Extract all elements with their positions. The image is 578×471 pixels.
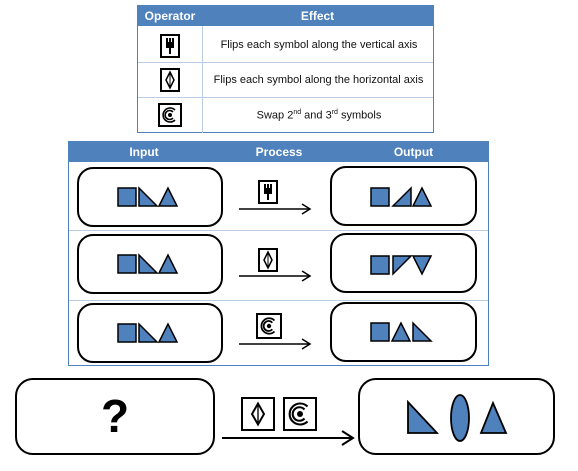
effect-swap: Swap 2nd and 3rd symbols xyxy=(256,109,382,122)
flip-vertical-operator-icon xyxy=(160,34,180,58)
process-arrow-3 xyxy=(239,338,312,350)
output-box-3 xyxy=(330,302,477,362)
input-box-1 xyxy=(77,167,223,227)
header-operator: Operator xyxy=(144,9,196,23)
operator-table-header: Operator Effect xyxy=(138,6,433,26)
swap-operator-icon xyxy=(158,103,182,127)
header-effect: Effect xyxy=(300,9,335,23)
swap-operator-icon xyxy=(283,397,317,431)
process-arrow-1 xyxy=(239,203,312,215)
operator-table: Operator Effect Flips each symbol along … xyxy=(137,5,434,133)
process-table-header: Input Process Output xyxy=(69,142,488,162)
output-box-2 xyxy=(330,233,477,293)
input-box-2 xyxy=(77,234,223,294)
question-output-box xyxy=(358,378,555,455)
process-table: Input Process Output xyxy=(68,141,489,366)
swap-operator-icon xyxy=(256,313,282,339)
output-box-1 xyxy=(330,166,477,226)
process-arrow-question xyxy=(222,430,355,446)
question-input-box: ? xyxy=(15,378,215,455)
effect-flip-vertical: Flips each symbol along the vertical axi… xyxy=(220,39,418,51)
header-output: Output xyxy=(393,145,434,159)
flip-horizontal-operator-icon xyxy=(241,397,275,431)
question-mark: ? xyxy=(100,390,130,442)
process-arrow-2 xyxy=(239,270,312,282)
effect-flip-horizontal: Flips each symbol along the horizontal a… xyxy=(213,74,424,86)
header-input: Input xyxy=(129,145,159,159)
header-process: Process xyxy=(255,145,303,159)
flip-horizontal-operator-icon xyxy=(258,248,278,272)
flip-horizontal-operator-icon xyxy=(160,68,180,92)
input-box-3 xyxy=(77,303,223,363)
flip-vertical-operator-icon xyxy=(258,180,278,204)
